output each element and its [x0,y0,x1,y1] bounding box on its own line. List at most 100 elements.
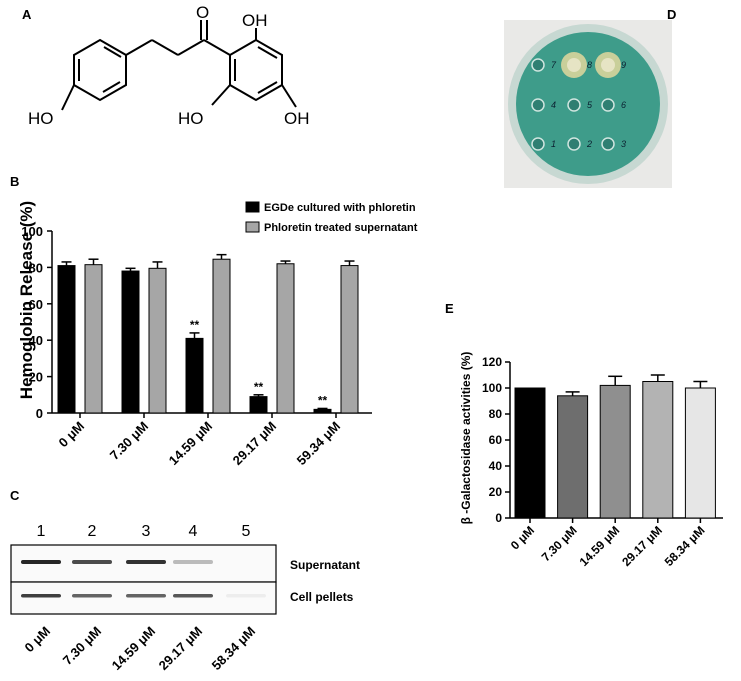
panel-letter-a: A [22,7,32,22]
b-bar-s0-3 [249,396,268,414]
b-significance: ** [190,318,200,332]
plate-spot-3 [601,137,615,151]
plate-spot-7 [531,58,545,72]
e-ytick-label: 60 [489,433,503,447]
b-legend-label-1: Phloretin treated supernatant [264,222,418,234]
blot-lane-4: 4 [189,523,198,540]
blot-concentration-label: 0 μM [22,624,54,656]
b-xtick-label: 14.59 μM [166,419,215,468]
atom-ho-bottom: HO [178,109,204,128]
e-xtick-label: 58.34 μM [662,523,708,569]
e-bar-3 [642,381,674,519]
plate-spot-4 [531,98,545,112]
b-ytick-label: 20 [29,370,43,385]
e-xtick-label: 0 μM [508,523,537,552]
e-ytick-label: 20 [489,485,503,499]
plate-spot-label-5: 5 [587,100,593,110]
blot-band-supernatant-2 [72,560,112,564]
blot-band-pellet-4 [173,594,213,598]
atom-o: O [196,3,209,22]
blot-row-cell-pellets: Cell pellets [290,590,354,604]
plate-spot-8 [567,58,581,72]
plate-spot-5 [567,98,581,112]
blot-band-pellet-2 [72,594,112,598]
blot-band-pellet-3 [126,594,166,598]
blot-band-pellet-1 [21,594,61,598]
e-bar-2 [599,384,631,519]
plate-spot-label-3: 3 [621,139,626,149]
e-bar-1 [557,395,589,519]
e-bar-4 [684,387,716,519]
e-xtick-label: 29.17 μM [619,523,665,569]
blot-lane-2: 2 [88,523,97,540]
b-bar-s1-2 [212,258,231,414]
e-xtick-label: 7.30 μM [539,523,580,564]
blot-concentration-label: 7.30 μM [60,624,104,668]
blot-concentration-label: 29.17 μM [156,624,205,673]
plate-spot-label-7: 7 [551,60,557,70]
b-ytick-label: 0 [36,406,43,421]
plate-spot-label-8: 8 [587,60,592,70]
e-xtick-label: 14.59 μM [577,523,623,569]
b-bar-s0-2 [185,337,204,414]
b-legend-swatch-0 [245,201,260,213]
plate-spot-6 [601,98,615,112]
b-bar-s1-1 [148,267,167,414]
plate-spot-9 [601,58,615,72]
b-ytick-label: 100 [21,224,43,239]
b-bar-s0-1 [121,270,140,414]
blot-band-supernatant-3 [126,560,166,564]
e-bar-0 [514,387,546,519]
e-ytick-label: 80 [489,407,503,421]
agar-plate-photo: 7 4 1 8 5 2 9 6 3 [504,20,672,188]
b-bar-s0-0 [57,265,76,414]
b-significance: ** [254,380,264,394]
hemoglobin-chart: 0 20 40 60 80 100 ** ** ** 0 μM 7.30 μM 14.59 μM 2… [17,201,418,468]
blot-band-supernatant-4 [173,560,213,564]
blot-concentration-label: 14.59 μM [109,624,158,673]
b-ytick-label: 80 [29,260,43,275]
b-legend: EGDe cultured with phloretin Phloretin t… [245,201,418,234]
plate-spot-1 [531,137,545,151]
blot-row-supernatant: Supernatant [290,558,360,572]
b-significance: ** [318,393,328,407]
e-ytick-label: 100 [482,381,502,395]
plate-spot-label-4: 4 [551,100,556,110]
blot-band-supernatant-1 [21,560,61,564]
b-legend-label-0: EGDe cultured with phloretin [264,202,416,214]
b-bar-s1-0 [84,264,103,414]
atom-ho-left: HO [28,109,54,128]
blot-lane-1: 1 [37,523,46,540]
panel-letter-c: C [10,488,20,503]
panel-letter-b: B [10,174,20,189]
b-bar-s1-4 [340,265,359,414]
blot-concentration-label: 58.34 μM [209,624,258,673]
atom-oh-right: OH [284,109,310,128]
plate-spot-label-6: 6 [621,100,626,110]
b-bar-s1-3 [276,263,295,414]
atom-oh-top: OH [242,11,268,30]
b-xtick-label: 7.30 μM [107,419,151,463]
plate-spot-label-2: 2 [586,139,592,149]
blot-band-pellet-5 [226,594,266,598]
plate-spot-label-1: 1 [551,139,556,149]
plate-spot-2 [567,137,581,151]
b-xtick-label: 0 μM [56,419,88,451]
phloretin-structure: O OH HO HO OH [28,3,310,128]
plate-agar [516,32,660,176]
blot-strip-cell-pellets [10,581,277,615]
structure-bonds [61,20,297,111]
plate-spot-label-9: 9 [621,60,626,70]
panel-letter-e: E [445,301,454,316]
b-xtick-label: 59.34 μM [294,419,343,468]
b-ytick-label: 60 [29,297,43,312]
e-ytick-label: 120 [482,355,502,369]
b-xtick-label: 29.17 μM [230,419,279,468]
b-y-axis-label: Hemoglobin Release (%) [17,201,36,399]
blot-lane-5: 5 [242,523,251,540]
blot-lane-3: 3 [142,523,151,540]
b-ytick-label: 40 [29,333,43,348]
b-legend-swatch-1 [245,221,260,233]
